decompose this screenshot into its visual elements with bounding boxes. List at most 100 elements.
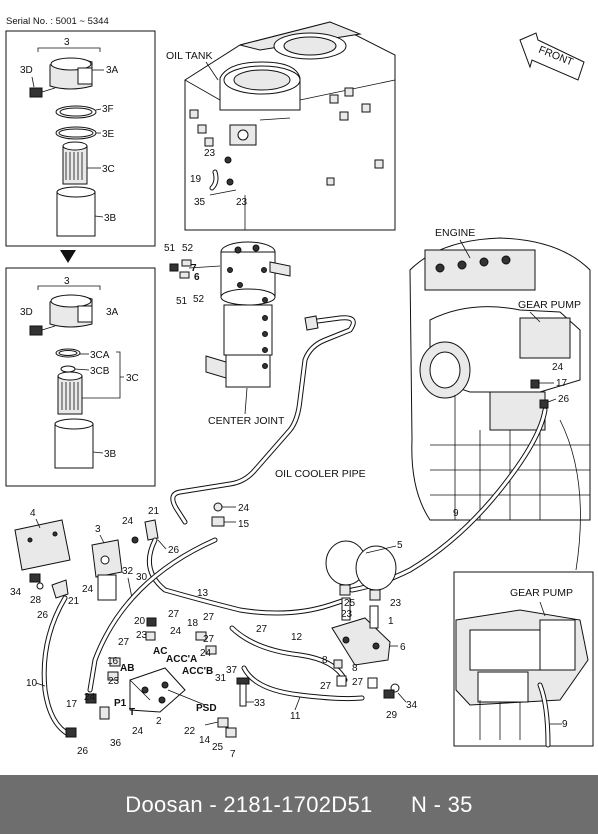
callout-51-b: 51 (176, 296, 188, 307)
callout-21-left: 21 (68, 596, 80, 607)
oring-3ca (55, 348, 81, 358)
label-3a-bottom: 3A (106, 307, 119, 318)
callout-30: 30 (136, 572, 148, 583)
hose-10 (41, 595, 73, 738)
footer-bar: Doosan - 2181-1702D51 N - 35 (0, 775, 598, 834)
callout-23-tank-b: 23 (236, 197, 248, 208)
callout-34-right: 34 (406, 700, 418, 711)
callout-26-engine: 26 (558, 394, 570, 405)
bracket-4 (14, 519, 71, 571)
callout-27-d-valve: 27 (203, 634, 215, 645)
center-joint-fittings (169, 259, 221, 279)
callout-5: 5 (397, 540, 403, 551)
callout-29: 29 (386, 710, 398, 721)
port-ac: AC (153, 646, 167, 657)
callout-6-bracket: 6 (400, 642, 406, 653)
label-3c-top: 3C (102, 164, 115, 175)
caption-center-joint: CENTER JOINT (208, 415, 285, 427)
caption-gear-pump-top: GEAR PUMP (518, 299, 581, 311)
callout-20: 20 (134, 616, 146, 627)
callout-24-cooler: 24 (238, 503, 250, 514)
callout-27-b: 27 (203, 612, 215, 623)
callout-7: 7 (191, 263, 197, 274)
label-3ca: 3CA (90, 350, 110, 361)
inset-filter-bottom (5, 267, 156, 487)
hose-13 (146, 537, 348, 616)
callout-23-left-valve: 23 (108, 676, 120, 687)
port-p1: P1 (114, 698, 127, 709)
inset-gear-pump (453, 571, 594, 747)
label-3b-bottom: 3B (104, 449, 117, 460)
port-acc-b: ACC'B (182, 666, 213, 677)
callout-6-a: 6 (194, 272, 200, 283)
oil-cooler-pipe (170, 315, 356, 525)
callout-32: 32 (122, 566, 134, 577)
front-arrow-icon (519, 32, 585, 81)
port-ab: AB (120, 663, 134, 674)
callout-13: 13 (197, 588, 209, 599)
oring-3f (55, 105, 97, 119)
center-joint (205, 241, 291, 388)
label-3a-top: 3A (106, 65, 119, 76)
valve-block-2 (129, 667, 186, 713)
valve-fittings (65, 617, 250, 738)
inset-bottom-group-label: 3 (64, 276, 70, 287)
callout-31: 31 (215, 673, 227, 684)
elbow-21 (131, 519, 159, 544)
fittings-8-27 (333, 659, 400, 699)
bolt-3d (29, 87, 56, 98)
callout-23-right: 23 (390, 598, 402, 609)
callout-35: 35 (194, 197, 206, 208)
callout-24-valve-b: 24 (200, 648, 212, 659)
footer-part-number: Doosan - 2181-1702D51 N - 35 (125, 791, 473, 817)
callout-15: 15 (238, 519, 250, 530)
callout-26-bottom: 26 (77, 746, 89, 757)
callout-52-a: 52 (182, 243, 194, 254)
callout-24-left: 24 (82, 584, 94, 595)
callout-33: 33 (254, 698, 266, 709)
element-3c-b (57, 371, 83, 415)
callout-17-engine: 17 (556, 378, 568, 389)
callout-26-left: 26 (37, 610, 49, 621)
callout-10: 10 (26, 678, 38, 689)
callout-26-filter: 26 (168, 545, 180, 556)
caption-oil-tank: OIL TANK (166, 50, 213, 62)
callout-19: 19 (190, 174, 202, 185)
port-acc-a: ACC'A (166, 654, 197, 665)
label-3f: 3F (102, 104, 114, 115)
label-3d-top: 3D (20, 65, 33, 76)
label-3c-bottom: 3C (126, 373, 139, 384)
label-3d-bottom: 3D (20, 307, 33, 318)
callout-36: 36 (110, 738, 122, 749)
elbow-21-left (51, 579, 69, 599)
oil-tank (184, 21, 396, 231)
callout-24-left-b: 24 (84, 692, 96, 703)
callout-4: 4 (30, 508, 36, 519)
callout-16: 16 (107, 656, 119, 667)
inset-top-group-label: 3 (64, 37, 70, 48)
callout-51-a: 51 (164, 243, 176, 254)
element-3c (62, 141, 88, 185)
callout-27-e: 27 (352, 677, 364, 688)
callout-9-inset: 9 (562, 719, 568, 730)
filter-head-3a (49, 57, 93, 90)
callout-27-c: 27 (256, 624, 268, 635)
oring-3cb (60, 365, 76, 373)
caption-gear-pump-inset: GEAR PUMP (510, 587, 573, 599)
accumulators-5 (325, 540, 397, 601)
callout-24-filter: 24 (122, 516, 134, 527)
label-3e: 3E (102, 129, 115, 140)
callout-18: 18 (187, 618, 199, 629)
callout-9-main: 9 (453, 508, 459, 519)
callout-27-bracket: 27 (320, 681, 332, 692)
callout-52-b: 52 (193, 294, 205, 305)
bolt-34-28 (29, 573, 44, 590)
label-3cb: 3CB (90, 366, 110, 377)
hose-main-left (87, 537, 218, 693)
callout-8-a: 8 (322, 655, 328, 666)
callout-3: 3 (95, 524, 101, 535)
callout-11: 11 (290, 711, 301, 722)
label-3b-top: 3B (104, 213, 117, 224)
filter-head-3a-b (49, 294, 93, 328)
